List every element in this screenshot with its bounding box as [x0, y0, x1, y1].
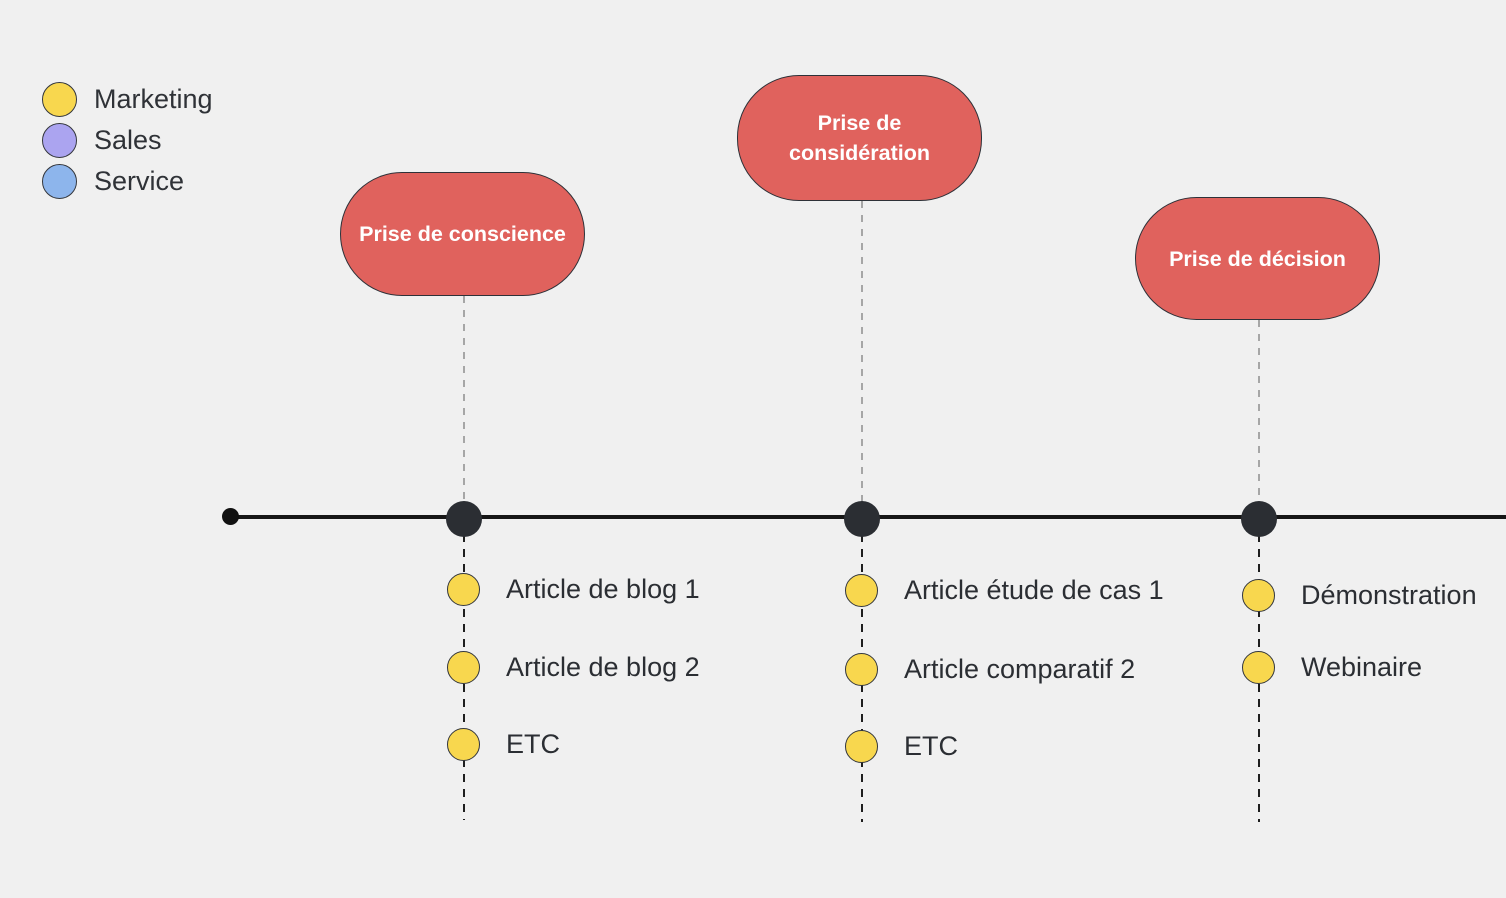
stage2-pill-label: Prise de considération [789, 111, 930, 165]
stage3-pill-label: Prise de décision [1169, 246, 1346, 271]
legend-item-label: Marketing [94, 84, 213, 114]
stage1-pill-connector [463, 296, 465, 519]
stage1-pill[interactable]: Prise de conscience [340, 172, 585, 296]
marketing-dot-icon [1242, 651, 1275, 684]
item-label: Article comparatif 2 [904, 654, 1136, 684]
sales-color-dot-icon [42, 123, 77, 158]
legend-item-sales[interactable]: Sales [42, 123, 213, 158]
legend: Marketing Sales Service [42, 82, 213, 205]
item-label: Démonstration [1301, 580, 1477, 610]
marketing-dot-icon [845, 653, 878, 686]
item-label: Article de blog 2 [506, 652, 700, 682]
item-label: Article étude de cas 1 [904, 575, 1164, 605]
stage2-item-2[interactable]: Article comparatif 2 [845, 653, 1135, 686]
marketing-color-dot-icon [42, 82, 77, 117]
item-label: ETC [506, 729, 560, 759]
stage3-pill-connector [1258, 320, 1260, 519]
stage1-timeline-node[interactable] [446, 501, 482, 537]
stage3-timeline-node[interactable] [1241, 501, 1277, 537]
marketing-dot-icon [1242, 579, 1275, 612]
service-color-dot-icon [42, 164, 77, 199]
legend-item-label: Sales [94, 125, 162, 155]
stage2-timeline-node[interactable] [844, 501, 880, 537]
item-label: ETC [904, 731, 958, 761]
stage2-pill[interactable]: Prise de considération [737, 75, 982, 201]
marketing-dot-icon [845, 730, 878, 763]
item-label: Webinaire [1301, 652, 1423, 682]
stage3-item-2[interactable]: Webinaire [1242, 651, 1422, 684]
stage3-item-1[interactable]: Démonstration [1242, 579, 1477, 612]
stage2-pill-connector [861, 201, 863, 519]
stage1-item-2[interactable]: Article de blog 2 [447, 651, 700, 684]
stage3-pill[interactable]: Prise de décision [1135, 197, 1380, 320]
stage1-pill-label: Prise de conscience [359, 222, 566, 246]
legend-item-marketing[interactable]: Marketing [42, 82, 213, 117]
legend-item-service[interactable]: Service [42, 164, 213, 199]
stage1-item-1[interactable]: Article de blog 1 [447, 573, 700, 606]
stage1-item-3[interactable]: ETC [447, 728, 560, 761]
marketing-dot-icon [447, 573, 480, 606]
stage2-item-3[interactable]: ETC [845, 730, 958, 763]
timeline-start-dot [222, 508, 239, 525]
stage2-item-1[interactable]: Article étude de cas 1 [845, 574, 1164, 607]
item-label: Article de blog 1 [506, 574, 700, 604]
marketing-dot-icon [845, 574, 878, 607]
marketing-dot-icon [447, 728, 480, 761]
marketing-dot-icon [447, 651, 480, 684]
legend-item-label: Service [94, 166, 185, 196]
